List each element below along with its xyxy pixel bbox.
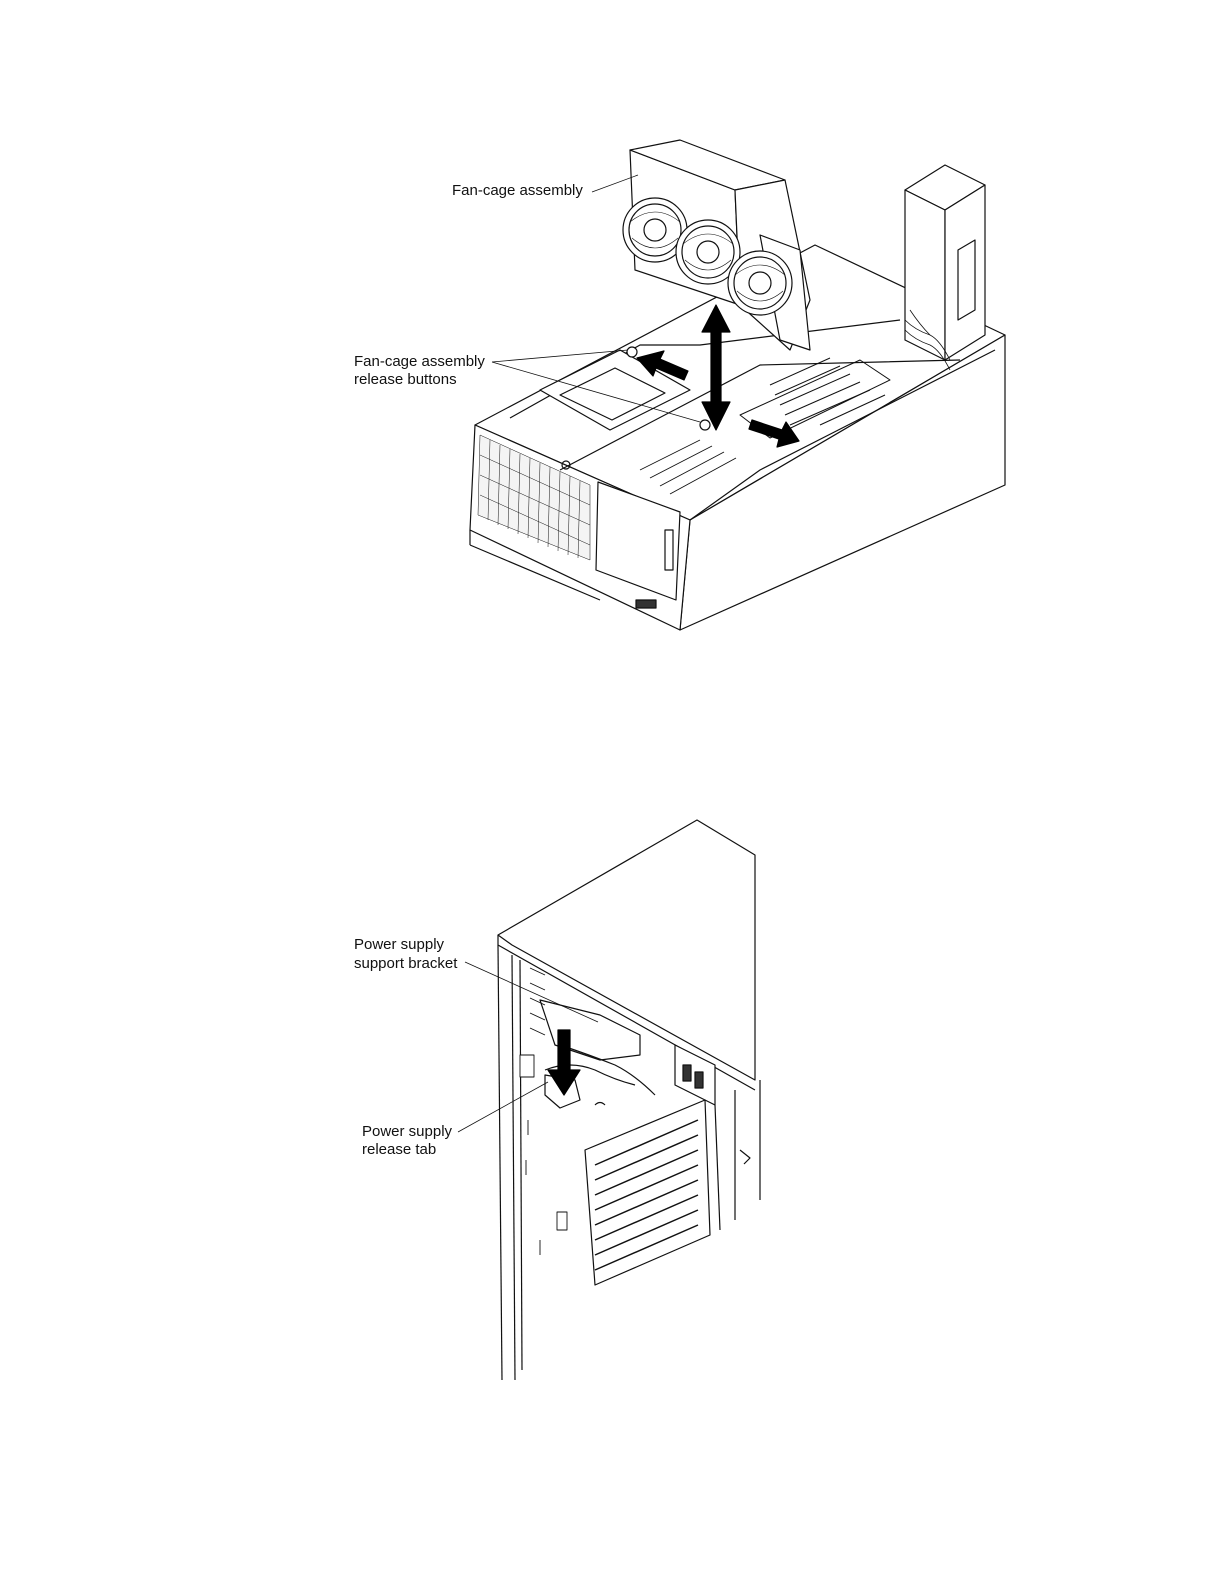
label-bracket-line2: support bracket [354,955,457,973]
label-release-buttons-line1: Fan-cage assembly [354,353,485,371]
leader-lines-fig2 [458,962,598,1132]
label-tab-line2: release tab [362,1141,436,1159]
fan-cage-illustration [0,0,1224,700]
expansion-slot-covers [585,1080,760,1285]
label-release-buttons-line2: release buttons [354,371,457,389]
release-button-left [627,347,637,357]
tower-chassis [498,820,755,1380]
label-fan-cage-assembly: Fan-cage assembly [452,182,583,200]
label-tab-line1: Power supply [362,1123,452,1141]
power-supply-bracket [540,1000,655,1108]
rail-slots [520,968,567,1255]
fan-3 [728,251,792,315]
rear-io-panel [675,1045,715,1105]
release-button-right [700,420,710,430]
down-arrow-icon [548,1030,580,1095]
power-supply-cage [905,165,985,370]
label-bracket-line1: Power supply [354,936,444,954]
